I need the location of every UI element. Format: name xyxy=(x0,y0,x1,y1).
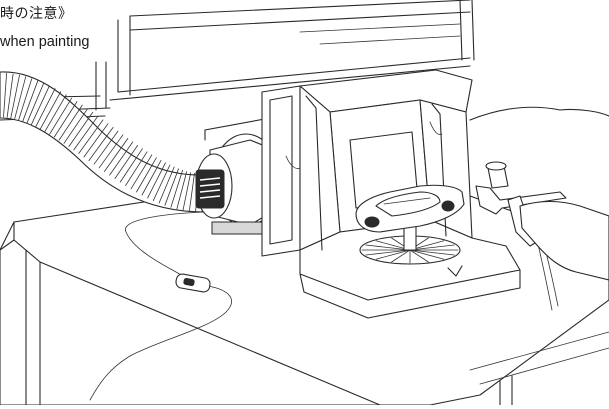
airbrush xyxy=(469,106,609,311)
hose-rib xyxy=(136,157,157,193)
hose-rib xyxy=(158,166,175,204)
hose-rib xyxy=(68,112,94,147)
caption-japanese: 時の注意》 xyxy=(0,6,73,22)
hose-rib xyxy=(3,72,7,118)
hose-rib xyxy=(53,101,78,138)
hose-rib xyxy=(182,172,192,211)
hose-rib xyxy=(44,94,67,132)
model-car-body xyxy=(355,184,465,233)
turntable-spoke xyxy=(409,249,445,260)
exhaust-hose xyxy=(0,71,205,213)
hose-rib xyxy=(30,85,50,125)
turntable-spoke xyxy=(391,249,411,263)
hose-rib xyxy=(39,91,62,130)
hose-rib xyxy=(78,119,104,154)
hose-rib xyxy=(26,82,45,124)
turntable xyxy=(359,225,461,265)
caption-english: when painting xyxy=(0,34,90,50)
hose-rib xyxy=(63,108,88,144)
hose-rib xyxy=(152,164,171,202)
hose-rib xyxy=(14,76,27,120)
hose-rib xyxy=(83,123,109,158)
hose-rib xyxy=(141,159,162,196)
turntable-spoke xyxy=(409,249,455,256)
hose-rib xyxy=(88,127,114,162)
hose-rib xyxy=(73,115,99,151)
hose-rib xyxy=(104,137,129,172)
turntable-spoke xyxy=(365,244,411,251)
hose-rib xyxy=(114,144,139,180)
hose-rib xyxy=(58,104,83,141)
hose-rib xyxy=(176,171,188,210)
hose-rib xyxy=(109,141,134,176)
turntable-spoke xyxy=(409,249,429,263)
turntable-spoke xyxy=(365,249,411,256)
hose-rib xyxy=(125,151,148,186)
hose-rib xyxy=(164,168,179,206)
inline-switch xyxy=(175,273,211,293)
hose-rib xyxy=(188,172,195,212)
hose-rib xyxy=(98,134,124,169)
hose-rib xyxy=(170,169,184,208)
hose-rib xyxy=(49,97,72,135)
hose-rib xyxy=(119,148,143,183)
hose-rib xyxy=(130,154,153,190)
hose-rib xyxy=(35,88,56,128)
hose-rib xyxy=(6,73,14,118)
turntable-spoke xyxy=(375,249,411,260)
hose-rib xyxy=(10,74,20,119)
hose-rib xyxy=(22,80,39,122)
hose-rib xyxy=(147,162,166,199)
hose-rib xyxy=(93,130,119,165)
turntable-spoke xyxy=(409,244,455,251)
hose-rib xyxy=(18,78,33,121)
